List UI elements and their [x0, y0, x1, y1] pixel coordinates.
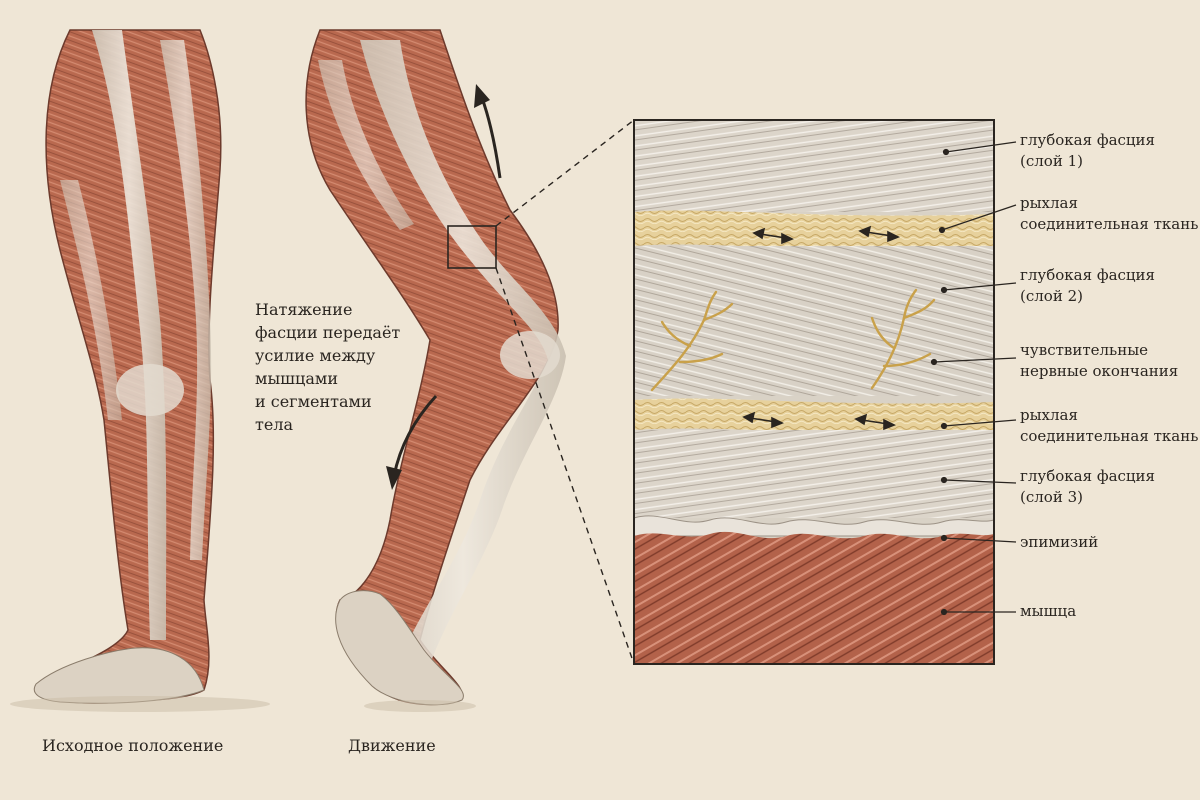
deep-fascia-layer-3 [634, 430, 994, 518]
label-line: рыхлая [1020, 406, 1078, 424]
fascia-tension-description: Натяжение фасции передаёт усилие между м… [255, 298, 400, 436]
description-line: и сегментами [255, 392, 372, 411]
standing-leg [10, 29, 270, 712]
loose-tissue-layer-1 [634, 210, 994, 250]
magnifier-box [447, 225, 497, 269]
label-line: глубокая фасция [1020, 131, 1156, 149]
epimysium-layer [634, 515, 994, 537]
label-deep-fascia-2: глубокая фасция (слой 2) [1020, 265, 1155, 307]
label-line: соединительная ткань [1020, 215, 1199, 233]
label-line: (слой 3) [1020, 488, 1083, 506]
label-line: (слой 2) [1020, 287, 1083, 305]
movement-arrows [392, 97, 502, 477]
label-line: рыхлая [1020, 194, 1078, 212]
description-line: тела [255, 415, 294, 434]
label-epimysium: эпимизий [1020, 532, 1098, 553]
fascia-detail-panel [634, 120, 994, 664]
arrow-up-icon [474, 84, 490, 108]
muscle-layer [634, 531, 994, 664]
label-line: чувствительные [1020, 341, 1149, 359]
caption-movement: Движение [348, 736, 436, 755]
zoom-connector [495, 119, 635, 665]
label-deep-fascia-1: глубокая фасция (слой 1) [1020, 130, 1155, 172]
label-nerve-endings: чувствительные нервные окончания [1020, 340, 1178, 382]
label-muscle: мышца [1020, 601, 1076, 622]
loose-tissue-layer-2 [634, 398, 994, 434]
arrow-down-icon [386, 466, 402, 490]
caption-initial-position: Исходное положение [42, 736, 224, 755]
description-line: мышцами [255, 369, 338, 388]
deep-fascia-layer-2 [634, 246, 994, 396]
description-line: усилие между [255, 346, 376, 365]
sliding-arrows [742, 225, 900, 431]
label-deep-fascia-3: глубокая фасция (слой 3) [1020, 466, 1155, 508]
label-loose-tissue-1: рыхлая соединительная ткань [1020, 193, 1198, 235]
label-line: глубокая фасция [1020, 266, 1156, 284]
label-line: нервные окончания [1020, 362, 1179, 380]
label-line: соединительная ткань [1020, 427, 1199, 445]
label-line: эпимизий [1020, 533, 1099, 551]
label-loose-tissue-2: рыхлая соединительная ткань [1020, 405, 1198, 447]
description-line: фасции передаёт [255, 323, 401, 342]
nerve-endings [650, 288, 936, 392]
deep-fascia-layer-1 [634, 120, 994, 212]
label-line: (слой 1) [1020, 152, 1083, 170]
label-line: глубокая фасция [1020, 467, 1156, 485]
label-leaders [930, 141, 1017, 616]
moving-leg [305, 29, 566, 712]
description-line: Натяжение [255, 300, 353, 319]
detail-panel-frame [633, 119, 995, 665]
label-line: мышца [1020, 602, 1077, 620]
